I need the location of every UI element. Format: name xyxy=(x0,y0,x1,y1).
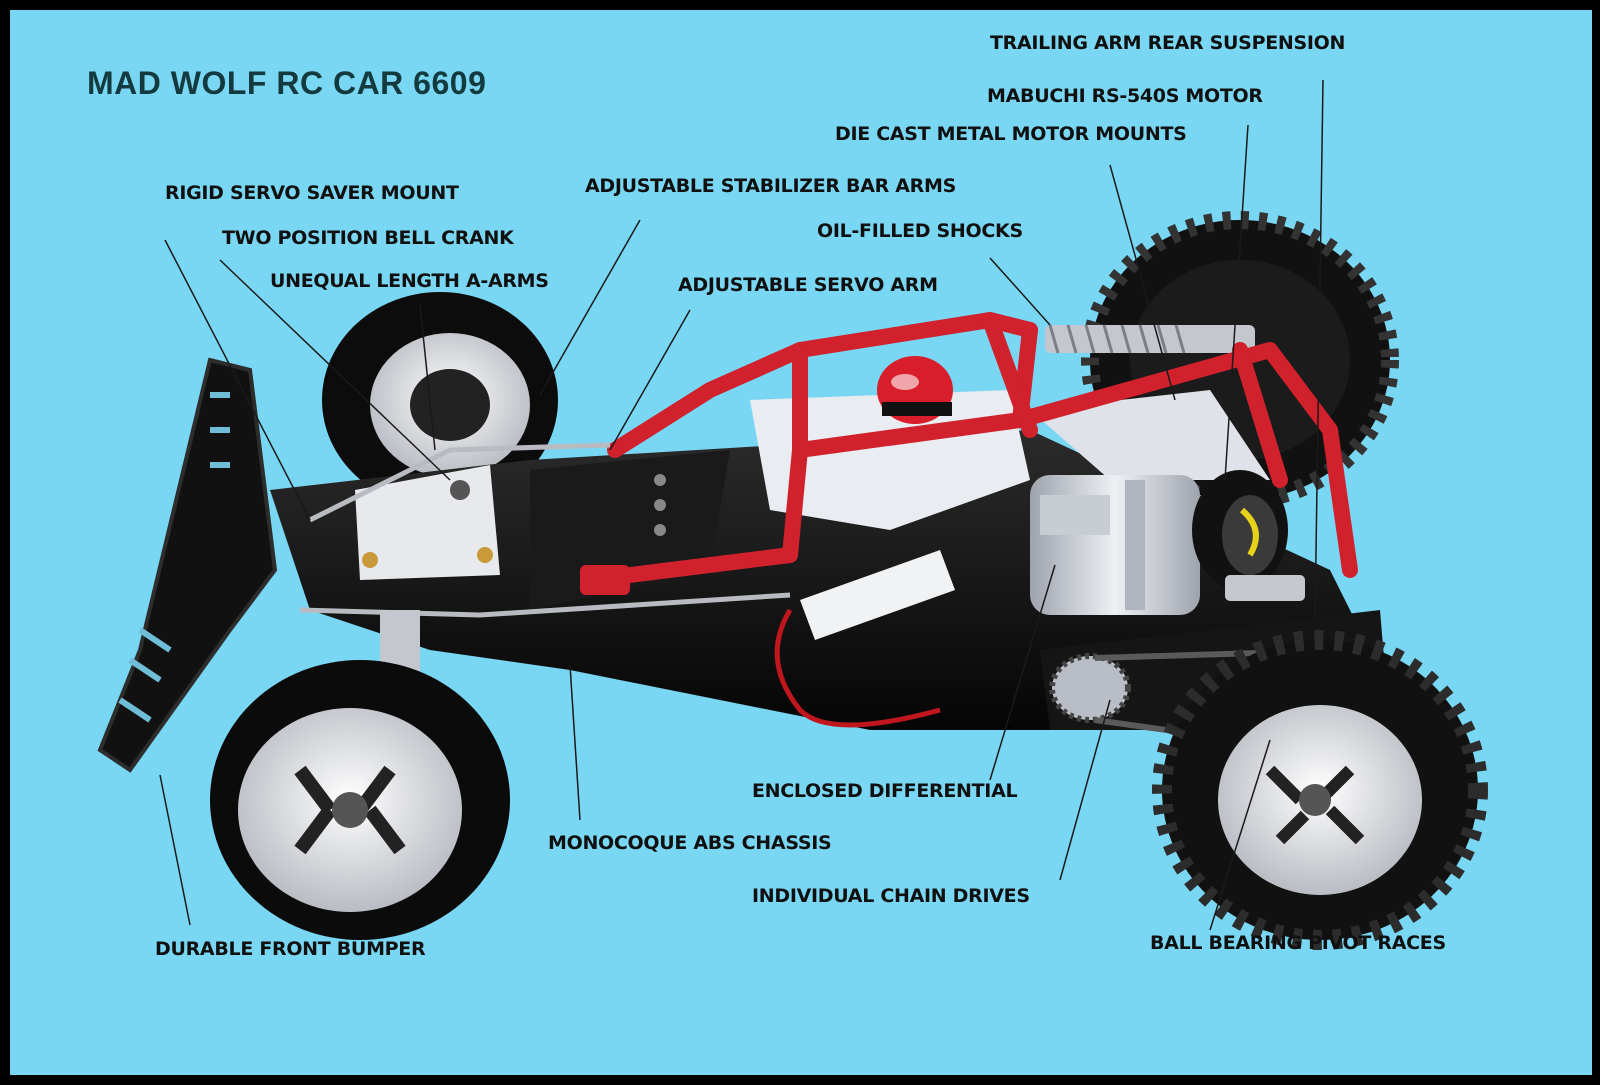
label-adjustable-stabilizer-bar-arms: ADJUSTABLE STABILIZER BAR ARMS xyxy=(585,175,956,197)
front-right-tire xyxy=(322,292,558,508)
label-die-cast-motor-mounts: DIE CAST METAL MOTOR MOUNTS xyxy=(835,123,1187,145)
label-ball-bearing-pivot-races: BALL BEARING PIVOT RACES xyxy=(1150,932,1446,954)
label-rigid-servo-saver-mount: RIGID SERVO SAVER MOUNT xyxy=(165,182,459,204)
label-trailing-arm-rear-suspension: TRAILING ARM REAR SUSPENSION xyxy=(990,32,1346,54)
label-adjustable-servo-arm: ADJUSTABLE SERVO ARM xyxy=(678,274,938,296)
label-individual-chain-drives: INDIVIDUAL CHAIN DRIVES xyxy=(752,885,1030,907)
gearbox xyxy=(1030,475,1200,615)
front-bumper xyxy=(97,357,278,773)
roll-cage xyxy=(582,312,1358,588)
steering-linkage xyxy=(299,442,791,680)
driver-helmet xyxy=(877,356,953,424)
car-illustration xyxy=(97,79,1488,950)
label-mabuchi-motor: MABUCHI RS-540S MOTOR xyxy=(987,85,1263,107)
label-oil-filled-shocks: OIL-FILLED SHOCKS xyxy=(817,220,1023,242)
front-left-tire xyxy=(210,660,510,940)
motor xyxy=(1192,470,1288,590)
label-unequal-length-a-arms: UNEQUAL LENGTH A-ARMS xyxy=(270,270,549,292)
callout-leader-lines xyxy=(159,79,1324,931)
label-durable-front-bumper: DURABLE FRONT BUMPER xyxy=(155,938,426,960)
rear-left-tire xyxy=(1152,630,1488,950)
label-enclosed-differential: ENCLOSED DIFFERENTIAL xyxy=(752,780,1018,802)
servo-connector xyxy=(774,550,955,728)
faded-background-text xyxy=(190,10,196,32)
label-two-position-bell-crank: TWO POSITION BELL CRANK xyxy=(222,227,514,249)
rear-shock xyxy=(1045,324,1305,601)
diagram-frame: MAD WOLF RC CAR 6609 TRAILING ARM REAR S… xyxy=(10,10,1592,1075)
cage-mount-front xyxy=(580,565,630,595)
page-title: MAD WOLF RC CAR 6609 xyxy=(87,65,487,101)
label-monocoque-abs-chassis: MONOCOQUE ABS CHASSIS xyxy=(548,832,832,854)
